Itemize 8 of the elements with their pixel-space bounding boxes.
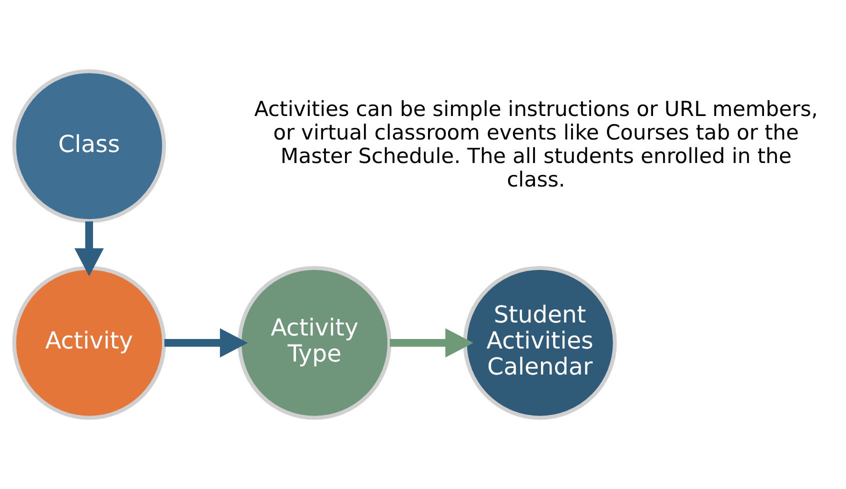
arrow (164, 328, 248, 358)
label: Activities can be simple instructions or URL members, or virtual classroom events like Courses tab or the Master Schedule. The all students enrolled in the class. (254, 96, 818, 192)
node-circle: Activity Type (238, 266, 392, 420)
node-circle: Class (12, 69, 166, 223)
arrow (390, 328, 474, 358)
node-circle: Activity (12, 266, 166, 420)
arrow (74, 221, 104, 276)
node-circle: Student Activities Calendar (463, 266, 617, 420)
